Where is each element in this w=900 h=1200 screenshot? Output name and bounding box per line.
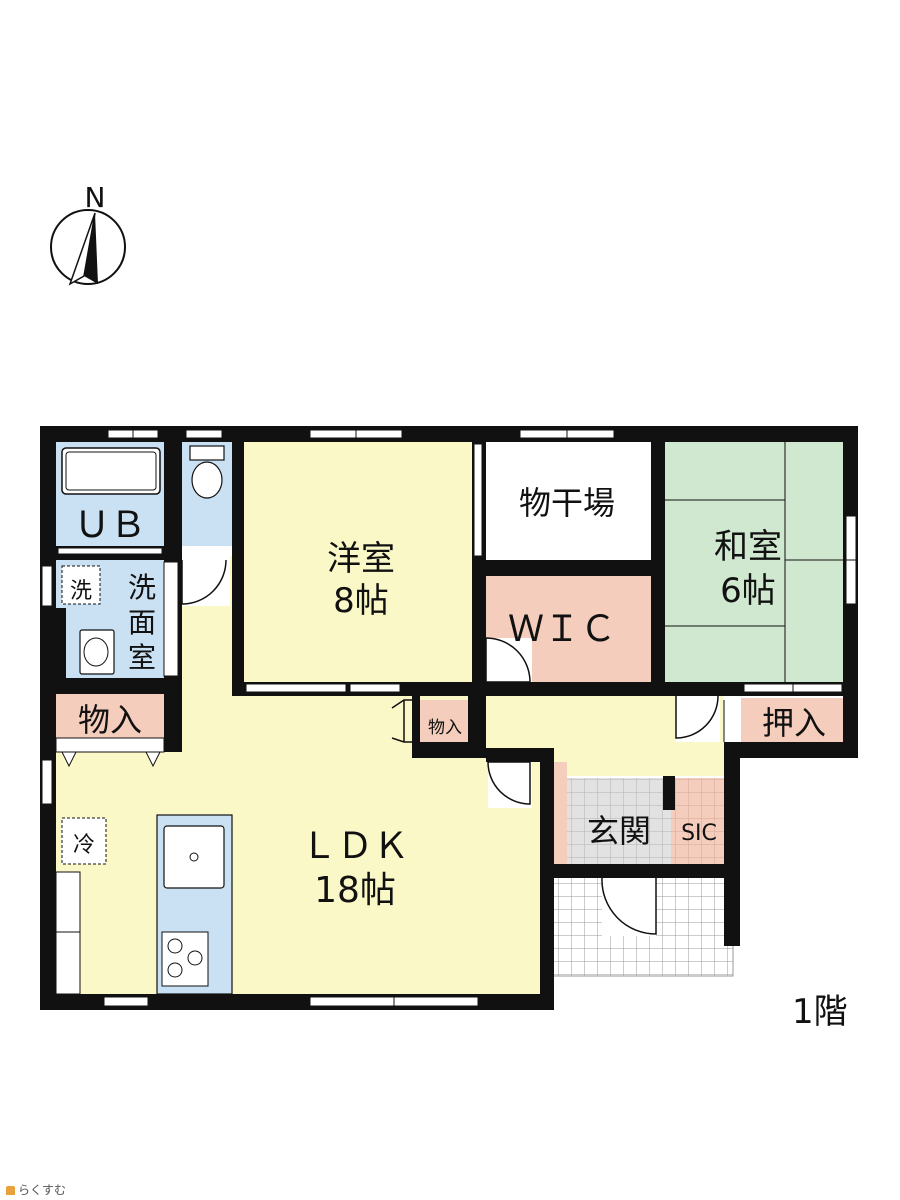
bathtub bbox=[61, 447, 161, 495]
compass-north-label: N bbox=[85, 181, 106, 214]
brand-logo: らくすむ bbox=[6, 1181, 66, 1198]
room-label-youshitsu: 洋室 bbox=[327, 539, 395, 579]
room-size-washitsu: 6帖 bbox=[720, 571, 776, 611]
room-size-ldk: 18帖 bbox=[314, 870, 396, 911]
room-label-monohoshiba: 物干場 bbox=[519, 484, 615, 522]
genkan-step bbox=[553, 762, 567, 864]
washitsu-floor bbox=[665, 442, 843, 682]
room-label-washroom-2: 面 bbox=[128, 606, 156, 639]
room-label-storage-small: 物入 bbox=[428, 718, 462, 738]
room-labels: ＵＢ 洗 洗 面 室 洋室 8帖 物干場 ＷＩＣ 和室 6帖 押入 物入 物入 … bbox=[70, 484, 826, 911]
counter bbox=[55, 871, 81, 995]
genkan-floor bbox=[567, 778, 671, 864]
doors bbox=[181, 556, 720, 936]
room-size-youshitsu: 8帖 bbox=[333, 581, 389, 621]
compass-needle-black bbox=[84, 213, 98, 284]
stove bbox=[161, 931, 209, 987]
fridge-space bbox=[61, 817, 107, 865]
storage-small-floor bbox=[420, 700, 468, 742]
toilet-bowl bbox=[191, 461, 223, 499]
room-label-wic: ＷＩＣ bbox=[508, 609, 616, 650]
room-label-genkan: 玄関 bbox=[587, 812, 651, 850]
room-label-sic: SIC bbox=[681, 821, 717, 846]
room-label-washitsu: 和室 bbox=[714, 527, 782, 567]
toilet-tank bbox=[189, 445, 225, 461]
room-label-washroom-3: 室 bbox=[128, 641, 156, 674]
youshitsu-floor bbox=[244, 442, 472, 690]
fixtures bbox=[55, 445, 725, 995]
compass: N bbox=[50, 181, 126, 286]
room-label-fridge: 冷 bbox=[73, 833, 95, 858]
washing-machine-space bbox=[61, 565, 101, 605]
room-label-washer: 洗 bbox=[70, 579, 92, 604]
house-icon bbox=[6, 1186, 15, 1195]
room-label-ldk: ＬＤＫ bbox=[301, 826, 409, 867]
storage-left-floor bbox=[56, 694, 164, 738]
monohoshiba-floor bbox=[486, 442, 651, 560]
floor-label: 1階 bbox=[792, 992, 848, 1032]
sic-floor bbox=[671, 778, 724, 864]
windows bbox=[41, 429, 857, 1007]
brand-name: らくすむ bbox=[18, 1183, 67, 1197]
tatami-lines bbox=[665, 442, 843, 682]
oshiire-floor bbox=[741, 698, 843, 742]
room-label-ub: ＵＢ bbox=[74, 505, 146, 546]
room-label-washroom-1: 洗 bbox=[128, 571, 156, 604]
room-label-oshiire: 押入 bbox=[762, 704, 826, 742]
room-label-storage-left: 物入 bbox=[78, 701, 142, 739]
